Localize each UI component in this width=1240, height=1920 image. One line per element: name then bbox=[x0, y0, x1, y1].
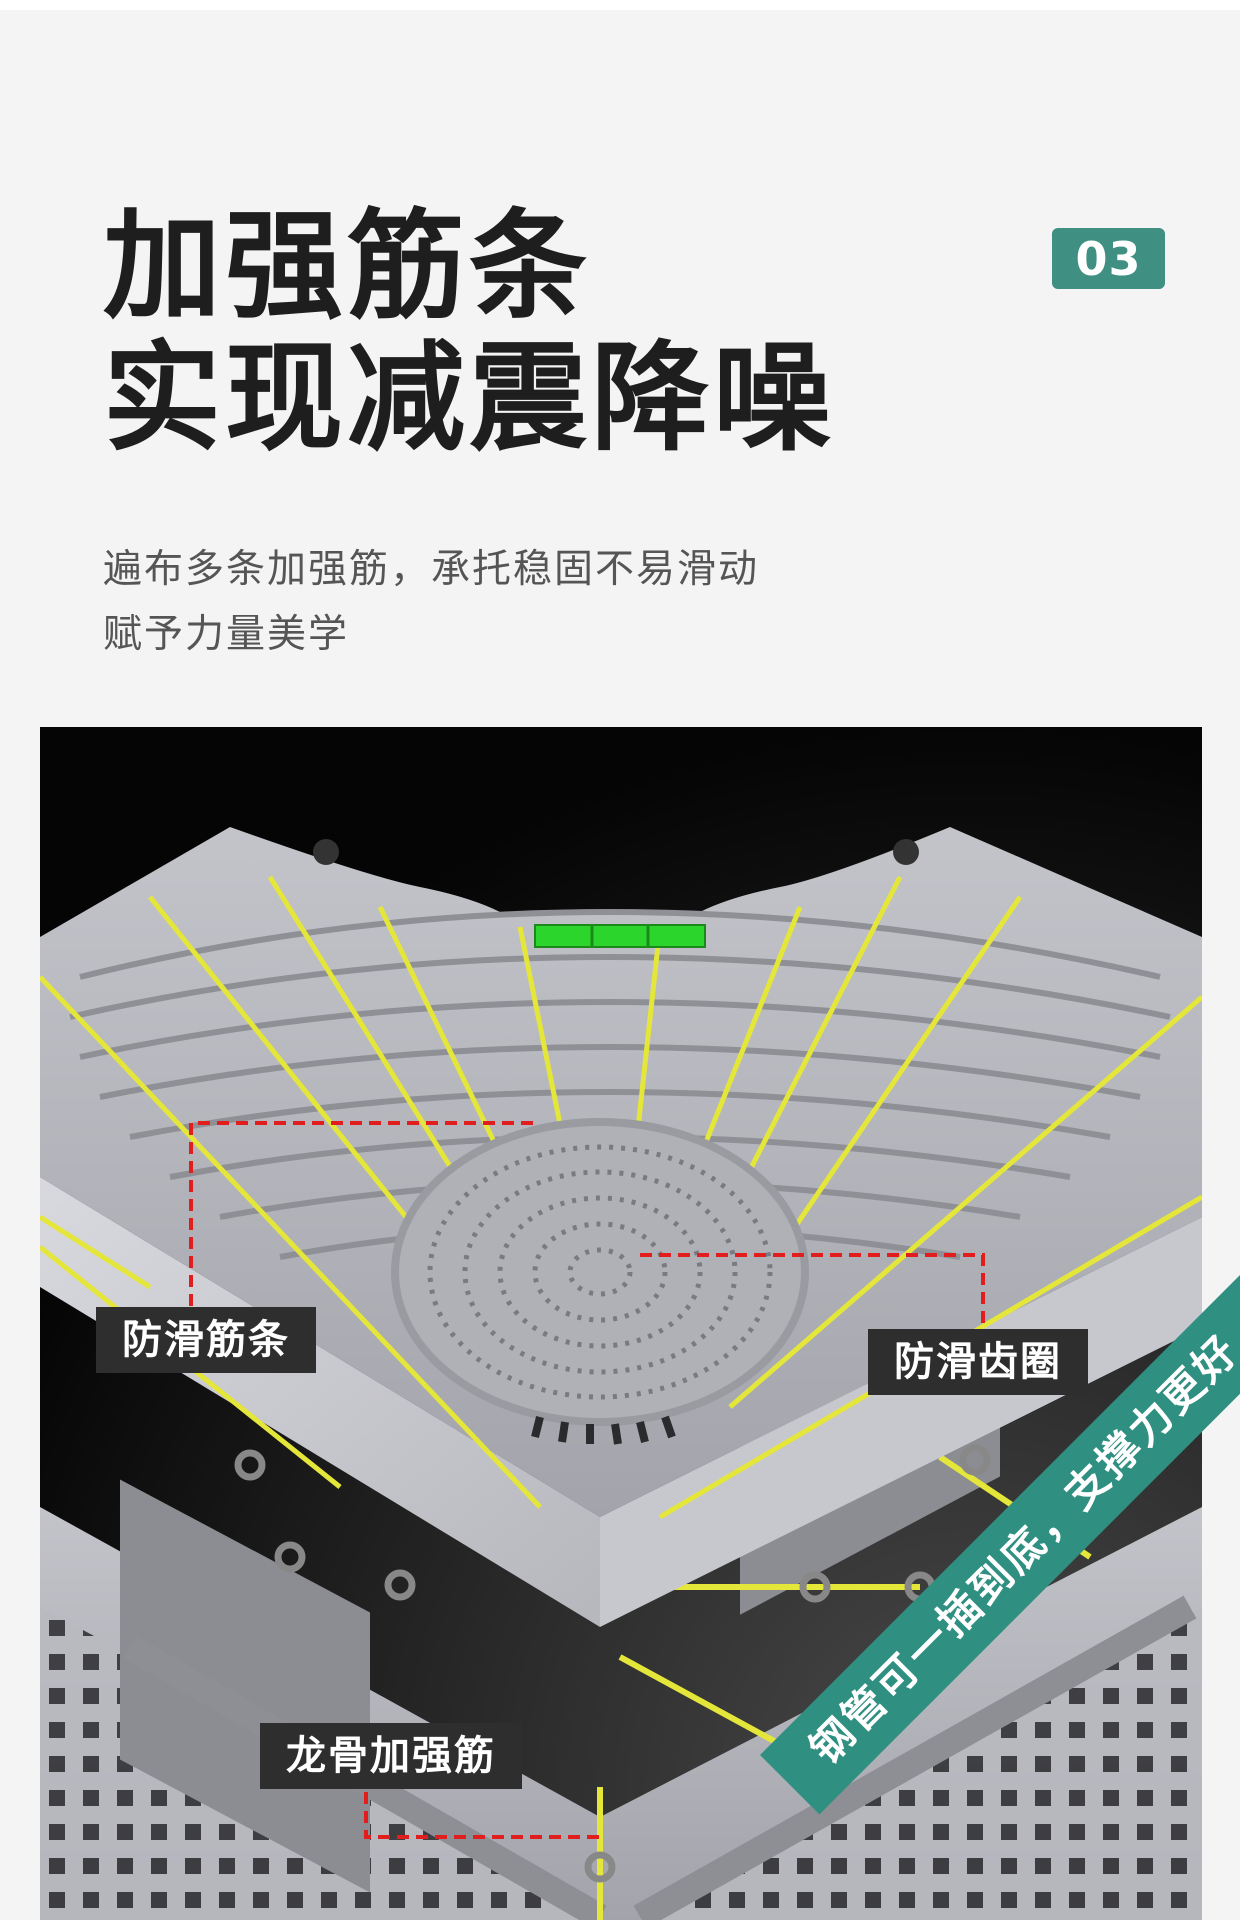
headline: 加强筋条 实现减震降噪 bbox=[103, 200, 835, 464]
lower-base bbox=[40, 1296, 1202, 1920]
description: 遍布多条加强筋，承托稳固不易滑动 赋予力量美学 bbox=[103, 537, 759, 667]
headline-line-1: 加强筋条 bbox=[103, 197, 592, 335]
description-line-2: 赋予力量美学 bbox=[103, 612, 350, 657]
label-anti-slip-ribs: 防滑筋条 bbox=[96, 1307, 316, 1373]
label-anti-slip-ring: 防滑齿圈 bbox=[868, 1329, 1088, 1395]
section-number-badge: 03 bbox=[1052, 228, 1165, 289]
headline-line-2: 实现减震降噪 bbox=[103, 329, 836, 467]
top-strip bbox=[0, 0, 1240, 10]
description-line-1: 遍布多条加强筋，承托稳固不易滑动 bbox=[103, 547, 760, 592]
label-keel-ribs: 龙骨加强筋 bbox=[260, 1723, 522, 1789]
upper-pad bbox=[40, 827, 1202, 1627]
spirit-level bbox=[534, 924, 706, 948]
product-photo: 防滑筋条 防滑齿圈 龙骨加强筋 bbox=[40, 727, 1202, 1920]
callout-lines bbox=[189, 1121, 985, 1839]
product-illustration bbox=[40, 727, 1202, 1920]
